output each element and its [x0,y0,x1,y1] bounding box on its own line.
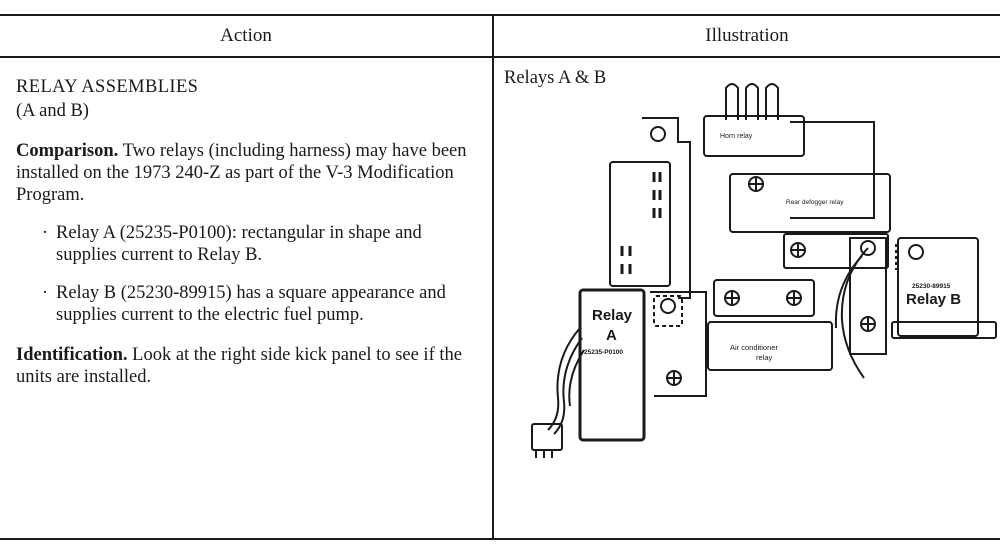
relay-a-part-number: 25235-P0100 [584,349,623,356]
table-bottom-rule [0,538,1000,540]
table-top-rule [0,14,1000,16]
middle-bracket-plate [783,233,889,269]
bullet-relay-a: · Relay A (25235-P0100): rectangular in … [16,222,482,266]
bullet-relay-a-text: Relay A (25235-P0100): rectangular in sh… [56,223,422,265]
identification-text: Look at the right side kick panel to see… [16,345,462,387]
relay-a [578,288,646,442]
illustration-column-header: Illustration [705,25,789,46]
bullet-marker: · [42,283,49,303]
illustration-caption: Relays A & B [504,68,607,88]
relay-b-label: Relay B [906,291,961,308]
relay-b [897,237,979,337]
action-column-header: Action [220,25,272,46]
relay-diagram: Horn relay Rear defogger relay Air condi… [531,83,997,458]
table-column-divider [492,14,494,540]
comparison-text: Two relays (including harness) may have … [16,141,467,205]
defogger-bracket [790,121,875,219]
left-mounting-bracket [642,117,691,299]
terminal-block [609,161,671,287]
air-conditioner-relay [707,321,833,371]
air-conditioner-label-line1: Air conditioner [730,343,778,352]
identification-paragraph: Identification. Look at the right side k… [16,344,482,388]
horn-relay-pins [725,83,779,120]
bullet-relay-b: · Relay B (25230-89915) has a square app… [16,282,482,326]
rear-defogger-label: Rear defogger relay [786,199,844,206]
table-header-rule [0,56,1000,58]
relay-a-label-line1: Relay [592,307,633,324]
upper-connector [713,279,815,317]
comparison-lead: Comparison. [16,141,119,161]
relay-a-harness [531,327,585,458]
relay-b-part-number: 25230-89915 [912,283,951,290]
bullet-relay-b-text: Relay B (25230-89915) has a square appea… [56,283,446,325]
comparison-paragraph: Comparison. Two relays (including harnes… [16,140,482,206]
action-cell: RELAY ASSEMBLIES (A and B) Comparison. T… [16,70,482,388]
horn-relay [703,115,805,157]
relay-b-bracket [849,237,887,355]
horn-relay-label: Horn relay [720,133,753,140]
identification-lead: Identification. [16,345,128,365]
relay-a-label-line2: A [606,327,617,344]
bullet-marker: · [42,223,49,243]
relay-a-mount [650,291,707,397]
section-title: RELAY ASSEMBLIES [16,77,199,97]
rear-defogger-relay [729,173,891,233]
section-subtitle: (A and B) [16,101,89,121]
air-conditioner-label-line2: relay [756,353,773,362]
